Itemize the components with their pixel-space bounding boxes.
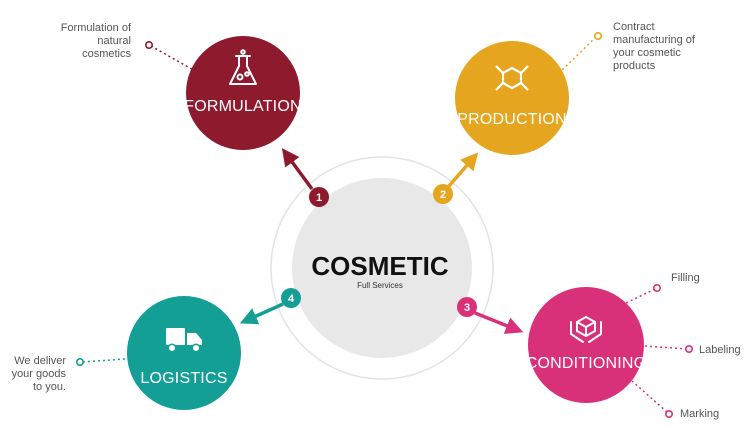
badge-conditioning <box>457 297 477 317</box>
truck-icon <box>166 328 202 353</box>
outer-ring <box>270 156 494 380</box>
molecule-icon <box>495 65 529 91</box>
connector-dot-formulation <box>145 40 154 49</box>
arrow-logistics <box>239 302 284 325</box>
node-circle-production <box>455 41 569 155</box>
node-label-production: PRODUCTION <box>457 111 567 128</box>
center-title: COSMETIC <box>311 251 449 281</box>
node-label-conditioning: CONDITIONING <box>525 355 647 372</box>
connector-dot-logistics <box>76 357 85 366</box>
node-circle-logistics <box>127 296 241 410</box>
center-subtitle: Full Services <box>357 281 403 290</box>
badge-number-logistics: 4 <box>288 293 295 305</box>
flask-icon <box>229 49 257 85</box>
badge-production <box>433 184 453 204</box>
arrow-formulation <box>281 148 314 191</box>
badge-number-formulation: 1 <box>316 192 322 204</box>
connector-dot-labeling <box>684 344 693 353</box>
connector-dot-marking <box>664 409 673 418</box>
hands-box-icon <box>570 316 602 343</box>
connector-dot-filling <box>652 283 661 292</box>
connector-production <box>557 36 597 75</box>
connector-conditioning <box>625 288 688 413</box>
caption-logistics: We deliver your goods to you. <box>11 355 66 393</box>
node-label-logistics: LOGISTICS <box>140 370 228 387</box>
node-circle-conditioning <box>528 287 644 403</box>
arrow-production <box>447 152 479 188</box>
caption-formulation: Formulation of natural cosmetics <box>60 22 131 60</box>
badge-logistics <box>281 288 301 308</box>
node-label-formulation: FORMULATION <box>184 98 302 115</box>
center-disc <box>292 178 472 358</box>
caption-labeling: Labeling <box>699 344 741 356</box>
connector-logistics <box>82 358 126 363</box>
badge-formulation <box>309 187 329 207</box>
badge-number-production: 2 <box>440 189 446 201</box>
connector-formulation <box>150 45 198 73</box>
caption-production: Contract manufacturing of your cosmetic … <box>613 21 695 72</box>
badge-number-conditioning: 3 <box>464 302 470 314</box>
node-circle-formulation <box>186 36 300 150</box>
arrow-conditioning <box>474 311 524 334</box>
connector-dot-production <box>593 31 602 40</box>
caption-filling: Filling <box>671 272 700 284</box>
caption-marking: Marking <box>680 408 720 420</box>
